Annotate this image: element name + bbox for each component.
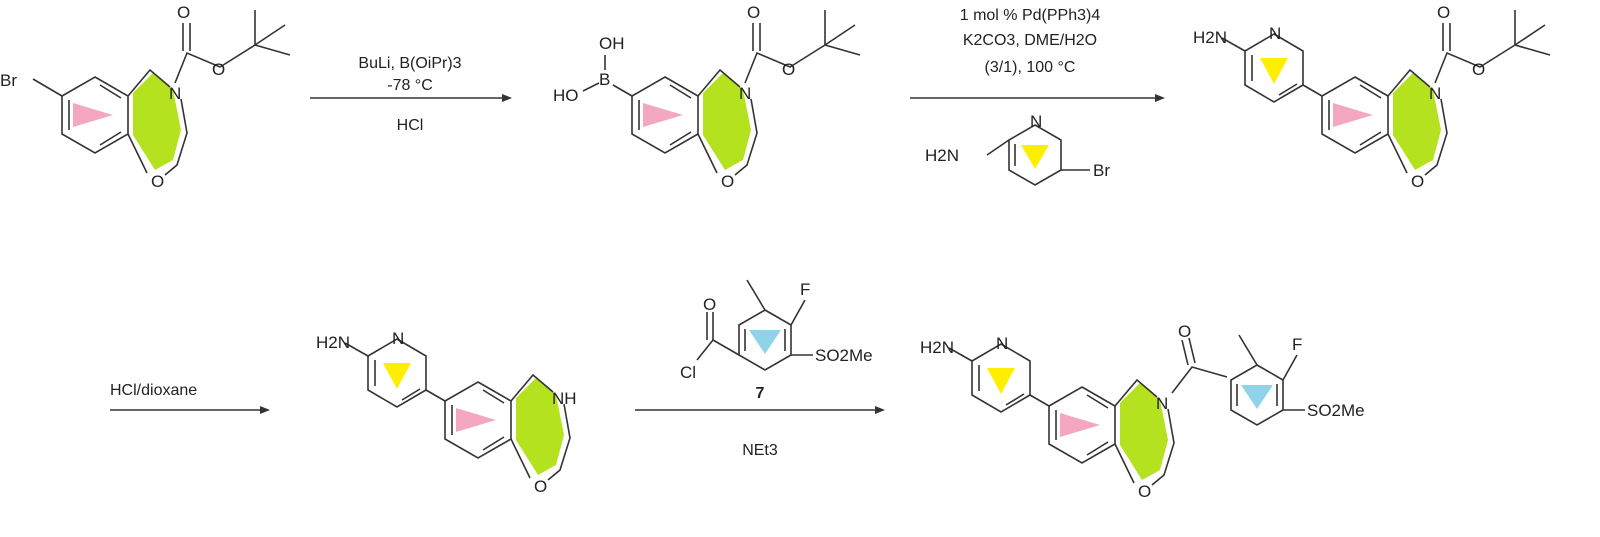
- carbonyl-oxygen-label: O: [703, 295, 716, 314]
- bromo-label: Br: [1093, 161, 1110, 180]
- hydroxyl-label: OH: [599, 34, 625, 53]
- fluoro-sulfonyl-aryl-ring: F SO2Me: [1230, 334, 1365, 426]
- hydroxyl-label-2: HO: [553, 86, 579, 105]
- sulfone-label: SO2Me: [815, 346, 873, 365]
- nitrogen-label: N: [1429, 84, 1441, 103]
- boc-group: [744, 9, 861, 84]
- boc-group: [174, 9, 291, 84]
- acyl-chloride-reagent-7: O Cl F SO2Me: [680, 279, 873, 382]
- step2-reagent-line1: 1 mol % Pd(PPh3)4: [960, 7, 1101, 24]
- pyridine-nitrogen-label: N: [996, 334, 1008, 353]
- carbonyl-oxygen-label: O: [747, 3, 760, 22]
- boronic-acid-intermediate: B OH HO N O O O: [553, 3, 861, 191]
- step3-reagent: HCl/dioxane: [110, 382, 197, 399]
- nitrogen-label: N: [739, 84, 751, 103]
- reaction-arrow-step4: O Cl F SO2Me 7 NEt3: [635, 279, 885, 459]
- coupled-boc-intermediate: N H2N N O O O: [1193, 3, 1551, 191]
- deprotected-amine-intermediate: N H2N NH O: [316, 329, 577, 496]
- amine-label: H2N: [925, 146, 959, 165]
- fluoro-label: F: [1292, 335, 1302, 354]
- reaction-arrow-step1: BuLi, B(OiPr)3 -78 °C HCl: [310, 55, 512, 134]
- boc-group: [1434, 9, 1551, 84]
- step1-reagent-line1: BuLi, B(OiPr)3: [358, 55, 461, 72]
- step1-reagent-below: HCl: [397, 117, 424, 134]
- amine-label: H2N: [920, 338, 954, 357]
- pyridine-nitrogen-label: N: [1030, 112, 1042, 131]
- amine-label: H2N: [1193, 28, 1227, 47]
- sulfone-label: SO2Me: [1307, 401, 1365, 420]
- oxygen-label: O: [534, 477, 547, 496]
- aminopyridine-ring: [1221, 33, 1304, 103]
- step1-reagent-line2: -78 °C: [387, 77, 433, 94]
- aminopyridine-ring: [344, 338, 427, 408]
- aminobromopyridine-reagent: N H2N Br: [925, 112, 1110, 186]
- nitrogen-label: N: [1156, 394, 1168, 413]
- pyridine-nitrogen-label: N: [1269, 24, 1281, 43]
- amide-oxygen-label: O: [1178, 322, 1191, 341]
- carbonyl-oxygen-label: O: [177, 3, 190, 22]
- step2-reagent-line2: K2CO3, DME/H2O: [963, 32, 1097, 49]
- ester-oxygen-label: O: [1472, 60, 1485, 79]
- oxygen-label: O: [151, 172, 164, 191]
- starting-material-bromo-boc-benzoxazepine: Br N O O O: [0, 3, 291, 191]
- reaction-arrow-step3: HCl/dioxane: [110, 382, 270, 414]
- nitrogen-label: N: [169, 84, 181, 103]
- amine-label: H2N: [316, 333, 350, 352]
- pyridine-nitrogen-label: N: [392, 329, 404, 348]
- compound-number-7: 7: [756, 385, 765, 402]
- oxygen-label: O: [1138, 482, 1151, 501]
- oxygen-label: O: [721, 172, 734, 191]
- step2-reagent-line3: (3/1), 100 °C: [985, 59, 1076, 76]
- step4-reagent-below: NEt3: [742, 442, 778, 459]
- ester-oxygen-label: O: [782, 60, 795, 79]
- bromo-label: Br: [0, 71, 17, 90]
- secondary-amine-label: NH: [552, 389, 577, 408]
- fluoro-label: F: [800, 280, 810, 299]
- carbonyl-oxygen-label: O: [1437, 3, 1450, 22]
- oxygen-label: O: [1411, 172, 1424, 191]
- final-product: N H2N N O O F SO2Me: [920, 322, 1365, 501]
- reaction-arrow-step2: 1 mol % Pd(PPh3)4 K2CO3, DME/H2O (3/1), …: [910, 7, 1165, 186]
- ester-oxygen-label: O: [212, 60, 225, 79]
- chloride-label: Cl: [680, 363, 696, 382]
- boron-label: B: [599, 70, 610, 89]
- aminopyridine-ring: [948, 343, 1031, 413]
